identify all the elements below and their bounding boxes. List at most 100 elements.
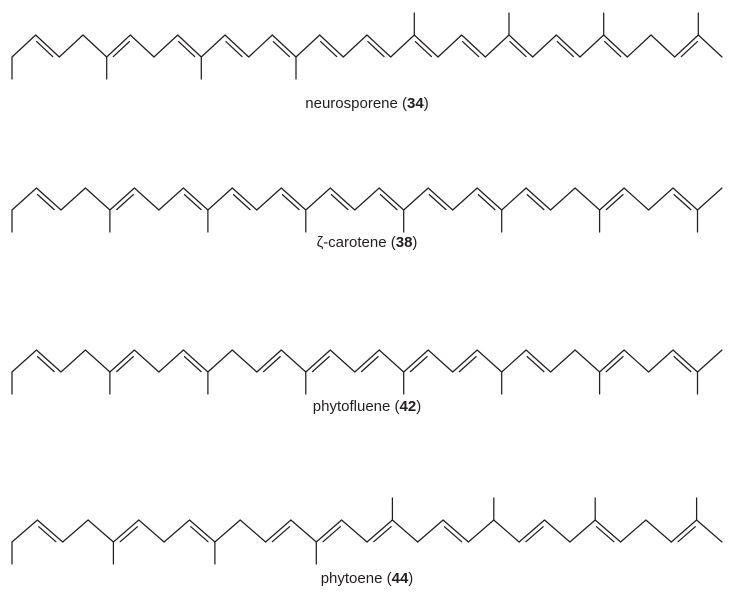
bond xyxy=(248,34,273,58)
bond xyxy=(133,187,160,211)
bond xyxy=(697,34,723,58)
bond xyxy=(35,187,62,211)
bond xyxy=(670,519,698,543)
bond xyxy=(315,519,343,543)
bond xyxy=(452,187,478,211)
bond xyxy=(378,187,405,211)
double-bond xyxy=(680,40,699,58)
bond xyxy=(158,187,185,211)
double-bond xyxy=(443,526,463,543)
double-bond xyxy=(281,193,300,211)
bond xyxy=(11,349,38,373)
bond xyxy=(207,349,233,373)
bond xyxy=(11,34,37,58)
bond xyxy=(60,187,87,211)
bond xyxy=(329,349,356,373)
double-bond xyxy=(36,355,55,373)
double-bond xyxy=(458,355,477,373)
bond xyxy=(58,34,84,58)
double-bond xyxy=(271,526,291,543)
double-bond xyxy=(36,193,55,211)
bond xyxy=(594,519,622,543)
bond xyxy=(674,34,699,58)
zeta-carotene-structure xyxy=(11,187,723,233)
bond xyxy=(354,349,380,373)
bond xyxy=(603,34,628,58)
bond xyxy=(525,187,552,211)
bond xyxy=(437,34,463,58)
double-bond xyxy=(461,40,480,58)
bond xyxy=(647,349,674,373)
double-bond xyxy=(525,526,544,543)
bond xyxy=(532,34,557,58)
bond xyxy=(182,349,209,373)
double-bond xyxy=(190,526,209,543)
zeta-carotene-number: 38 xyxy=(396,234,413,251)
phytofluene-number: 42 xyxy=(400,398,417,415)
bond xyxy=(163,519,191,543)
double-bond xyxy=(322,526,341,543)
bond xyxy=(290,519,317,543)
bond xyxy=(271,34,297,58)
bond xyxy=(239,519,267,543)
bond xyxy=(645,519,672,543)
bond xyxy=(177,34,202,58)
bond xyxy=(82,34,108,58)
double-bond xyxy=(35,40,54,58)
double-bond xyxy=(373,526,392,543)
double-bond xyxy=(360,355,379,373)
bond xyxy=(256,187,282,211)
bond xyxy=(153,34,179,58)
bond xyxy=(650,34,676,58)
phytoene-number: 44 xyxy=(392,570,409,587)
bond xyxy=(549,349,576,373)
bond xyxy=(696,349,723,373)
bond xyxy=(305,187,331,211)
bond xyxy=(231,349,258,373)
bond xyxy=(417,519,444,543)
double-bond xyxy=(414,40,433,58)
bond xyxy=(84,349,111,373)
bond xyxy=(129,34,155,58)
double-bond xyxy=(477,193,496,211)
bond xyxy=(207,187,233,211)
neurosporene-name: neurosporene xyxy=(305,95,398,112)
double-bond xyxy=(603,40,622,58)
bond xyxy=(342,34,368,58)
double-bond xyxy=(526,193,545,211)
bond xyxy=(493,519,520,543)
bond xyxy=(403,349,429,373)
bond xyxy=(555,34,581,58)
bond xyxy=(264,519,292,543)
bond xyxy=(188,519,216,543)
double-bond xyxy=(119,526,139,543)
bond xyxy=(461,34,486,58)
bond xyxy=(569,519,596,543)
bond xyxy=(427,349,454,373)
double-bond xyxy=(526,355,545,373)
double-bond xyxy=(183,355,202,373)
double-bond xyxy=(232,193,251,211)
bond xyxy=(11,519,39,543)
bond xyxy=(501,349,527,373)
bond xyxy=(508,34,534,58)
bond xyxy=(476,349,503,373)
bond xyxy=(695,519,723,543)
double-bond xyxy=(262,355,281,373)
double-bond xyxy=(311,355,330,373)
bond xyxy=(672,349,699,373)
bond xyxy=(623,349,650,373)
bond xyxy=(579,34,605,58)
bond xyxy=(452,349,478,373)
bond xyxy=(224,34,250,58)
bond xyxy=(214,519,241,543)
double-bond xyxy=(367,40,385,58)
neurosporene-caption: neurosporene (34) xyxy=(305,95,428,112)
bond xyxy=(391,519,419,543)
double-bond xyxy=(673,355,692,373)
bond xyxy=(138,519,165,543)
bond xyxy=(280,187,307,211)
double-bond xyxy=(556,40,575,58)
phytoene-structure xyxy=(11,497,723,565)
double-bond xyxy=(112,40,131,58)
